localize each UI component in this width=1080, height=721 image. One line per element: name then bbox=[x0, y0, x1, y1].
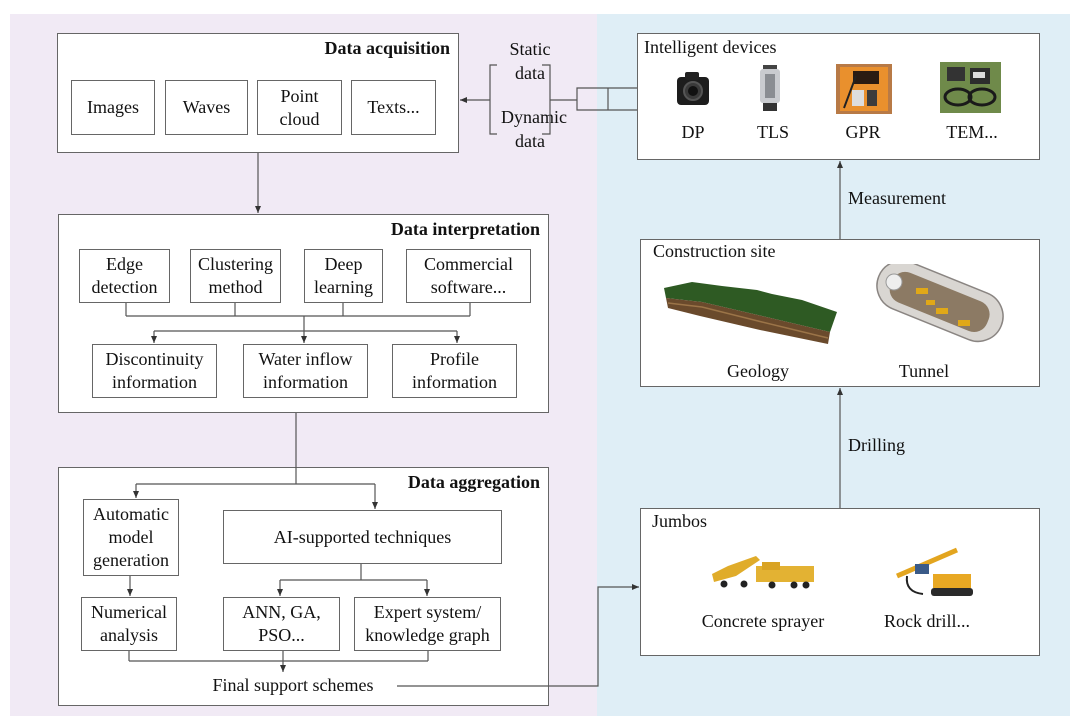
dynamic-label-1: Dynamic bbox=[501, 107, 567, 127]
method-label: Commercial software... bbox=[424, 254, 513, 297]
output-profile: Profile information bbox=[392, 344, 517, 398]
expert-system-knowledge-graph: Expert system/ knowledge graph bbox=[354, 597, 501, 651]
auto-model-label: Automatic model generation bbox=[93, 504, 169, 570]
device-label-tls: TLS bbox=[756, 122, 789, 142]
geology-block-icon bbox=[664, 282, 837, 344]
dynamic-label-2: data bbox=[515, 131, 545, 151]
laser-scanner-icon bbox=[760, 65, 780, 111]
intelligent-devices-title: Intelligent devices bbox=[644, 37, 777, 57]
output-water-inflow: Water inflow information bbox=[243, 344, 368, 398]
acq-item-images: Images bbox=[71, 80, 155, 135]
jumbo-label-concrete-sprayer: Concrete sprayer bbox=[701, 611, 825, 631]
output-discontinuity: Discontinuity information bbox=[92, 344, 217, 398]
expert-label: Expert system/ knowledge graph bbox=[365, 602, 490, 645]
site-label-tunnel: Tunnel bbox=[898, 361, 950, 381]
acq-item-waves: Waves bbox=[165, 80, 248, 135]
automatic-model-generation: Automatic model generation bbox=[83, 499, 179, 576]
measurement-label: Measurement bbox=[848, 188, 946, 208]
ai-supported-techniques: AI-supported techniques bbox=[223, 510, 502, 564]
concrete-sprayer-icon bbox=[712, 556, 814, 589]
final-support-schemes: Final support schemes bbox=[212, 675, 374, 695]
acq-item-label: Images bbox=[87, 97, 139, 117]
device-label-tem: TEM... bbox=[946, 122, 998, 142]
ann-label: ANN, GA, PSO... bbox=[242, 602, 321, 645]
method-label: Clustering method bbox=[198, 254, 273, 297]
ground-penetrating-radar-icon bbox=[836, 64, 892, 114]
method-clustering: Clustering method bbox=[190, 249, 281, 303]
transient-electromagnetic-icon bbox=[940, 62, 1001, 113]
method-deep-learning: Deep learning bbox=[304, 249, 383, 303]
acq-item-label: Texts... bbox=[367, 97, 420, 117]
method-label: Deep learning bbox=[314, 254, 373, 297]
ai-techniques-label: AI-supported techniques bbox=[273, 526, 452, 547]
numerical-analysis: Numerical analysis bbox=[81, 597, 177, 651]
rock-drill-icon bbox=[896, 547, 973, 596]
tunnel-cutaway-icon bbox=[876, 264, 1004, 343]
drilling-label: Drilling bbox=[848, 435, 905, 455]
camera-icon bbox=[677, 72, 709, 105]
ann-ga-pso: ANN, GA, PSO... bbox=[223, 597, 340, 651]
method-commercial-software: Commercial software... bbox=[406, 249, 531, 303]
site-label-geology: Geology bbox=[727, 361, 789, 381]
device-label-dp: DP bbox=[681, 122, 705, 142]
numerical-label: Numerical analysis bbox=[91, 602, 167, 645]
acq-item-label: Point cloud bbox=[279, 85, 320, 129]
construction-site-title: Construction site bbox=[653, 241, 776, 261]
output-label: Profile information bbox=[412, 349, 497, 392]
acq-item-texts: Texts... bbox=[351, 80, 436, 135]
output-label: Discontinuity information bbox=[105, 349, 204, 392]
jumbos-title: Jumbos bbox=[652, 511, 708, 531]
acq-item-point-cloud: Point cloud bbox=[257, 80, 342, 135]
jumbo-label-rock-drill: Rock drill... bbox=[884, 611, 970, 631]
acq-item-label: Waves bbox=[182, 97, 231, 117]
data-aggregation-title: Data aggregation bbox=[407, 472, 540, 492]
device-label-gpr: GPR bbox=[845, 122, 881, 142]
data-acquisition-title: Data acquisition bbox=[324, 38, 450, 58]
data-interpretation-title: Data interpretation bbox=[390, 219, 540, 239]
static-label-1: Static bbox=[509, 39, 551, 59]
static-label-2: data bbox=[515, 63, 545, 83]
method-label: Edge detection bbox=[91, 254, 158, 297]
method-edge-detection: Edge detection bbox=[79, 249, 170, 303]
output-label: Water inflow information bbox=[258, 349, 353, 392]
jumbos-box: Jumbos bbox=[640, 508, 1040, 656]
